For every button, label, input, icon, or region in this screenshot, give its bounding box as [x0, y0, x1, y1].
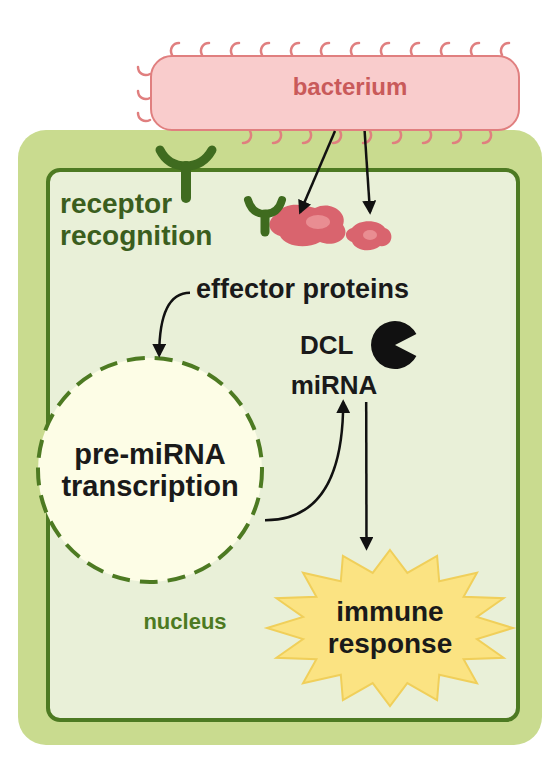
- effector-protein-blob: [363, 230, 377, 240]
- effector-proteins-group: effector proteins: [190, 212, 415, 307]
- node-label: immune response: [290, 596, 490, 660]
- receptor-symbol: [181, 166, 191, 198]
- receptor-symbol: [261, 214, 270, 232]
- mirna-node: miRNA: [288, 368, 380, 402]
- nucleus-circle-node: pre-miRNA transcription nucleus: [35, 355, 265, 640]
- connector-arrow: [265, 402, 343, 520]
- cell-wall: [18, 130, 542, 745]
- nucleus-circle: [38, 358, 262, 582]
- immune-response-starburst: immune response: [265, 548, 515, 708]
- node-label: effector proteins: [170, 274, 435, 305]
- connector-arrow: [365, 402, 368, 548]
- connector-arrow: [365, 131, 370, 212]
- bacterium-box: bacterium: [150, 55, 520, 131]
- effector-protein-blob: [306, 215, 330, 229]
- enzyme-label: DCL: [300, 330, 370, 361]
- dcl-enzyme-symbol: [371, 321, 416, 369]
- annotation-label: receptor recognition: [60, 188, 250, 252]
- starburst-shape: [267, 550, 513, 706]
- effector-protein-blob: [346, 221, 391, 250]
- node-label: bacterium: [182, 73, 518, 101]
- node-heading: nucleus: [115, 609, 255, 635]
- node-label: miRNA: [278, 370, 390, 401]
- connector-arrow: [300, 131, 335, 212]
- connector-arrow: [159, 293, 190, 355]
- node-label: pre-miRNA transcription: [45, 438, 255, 502]
